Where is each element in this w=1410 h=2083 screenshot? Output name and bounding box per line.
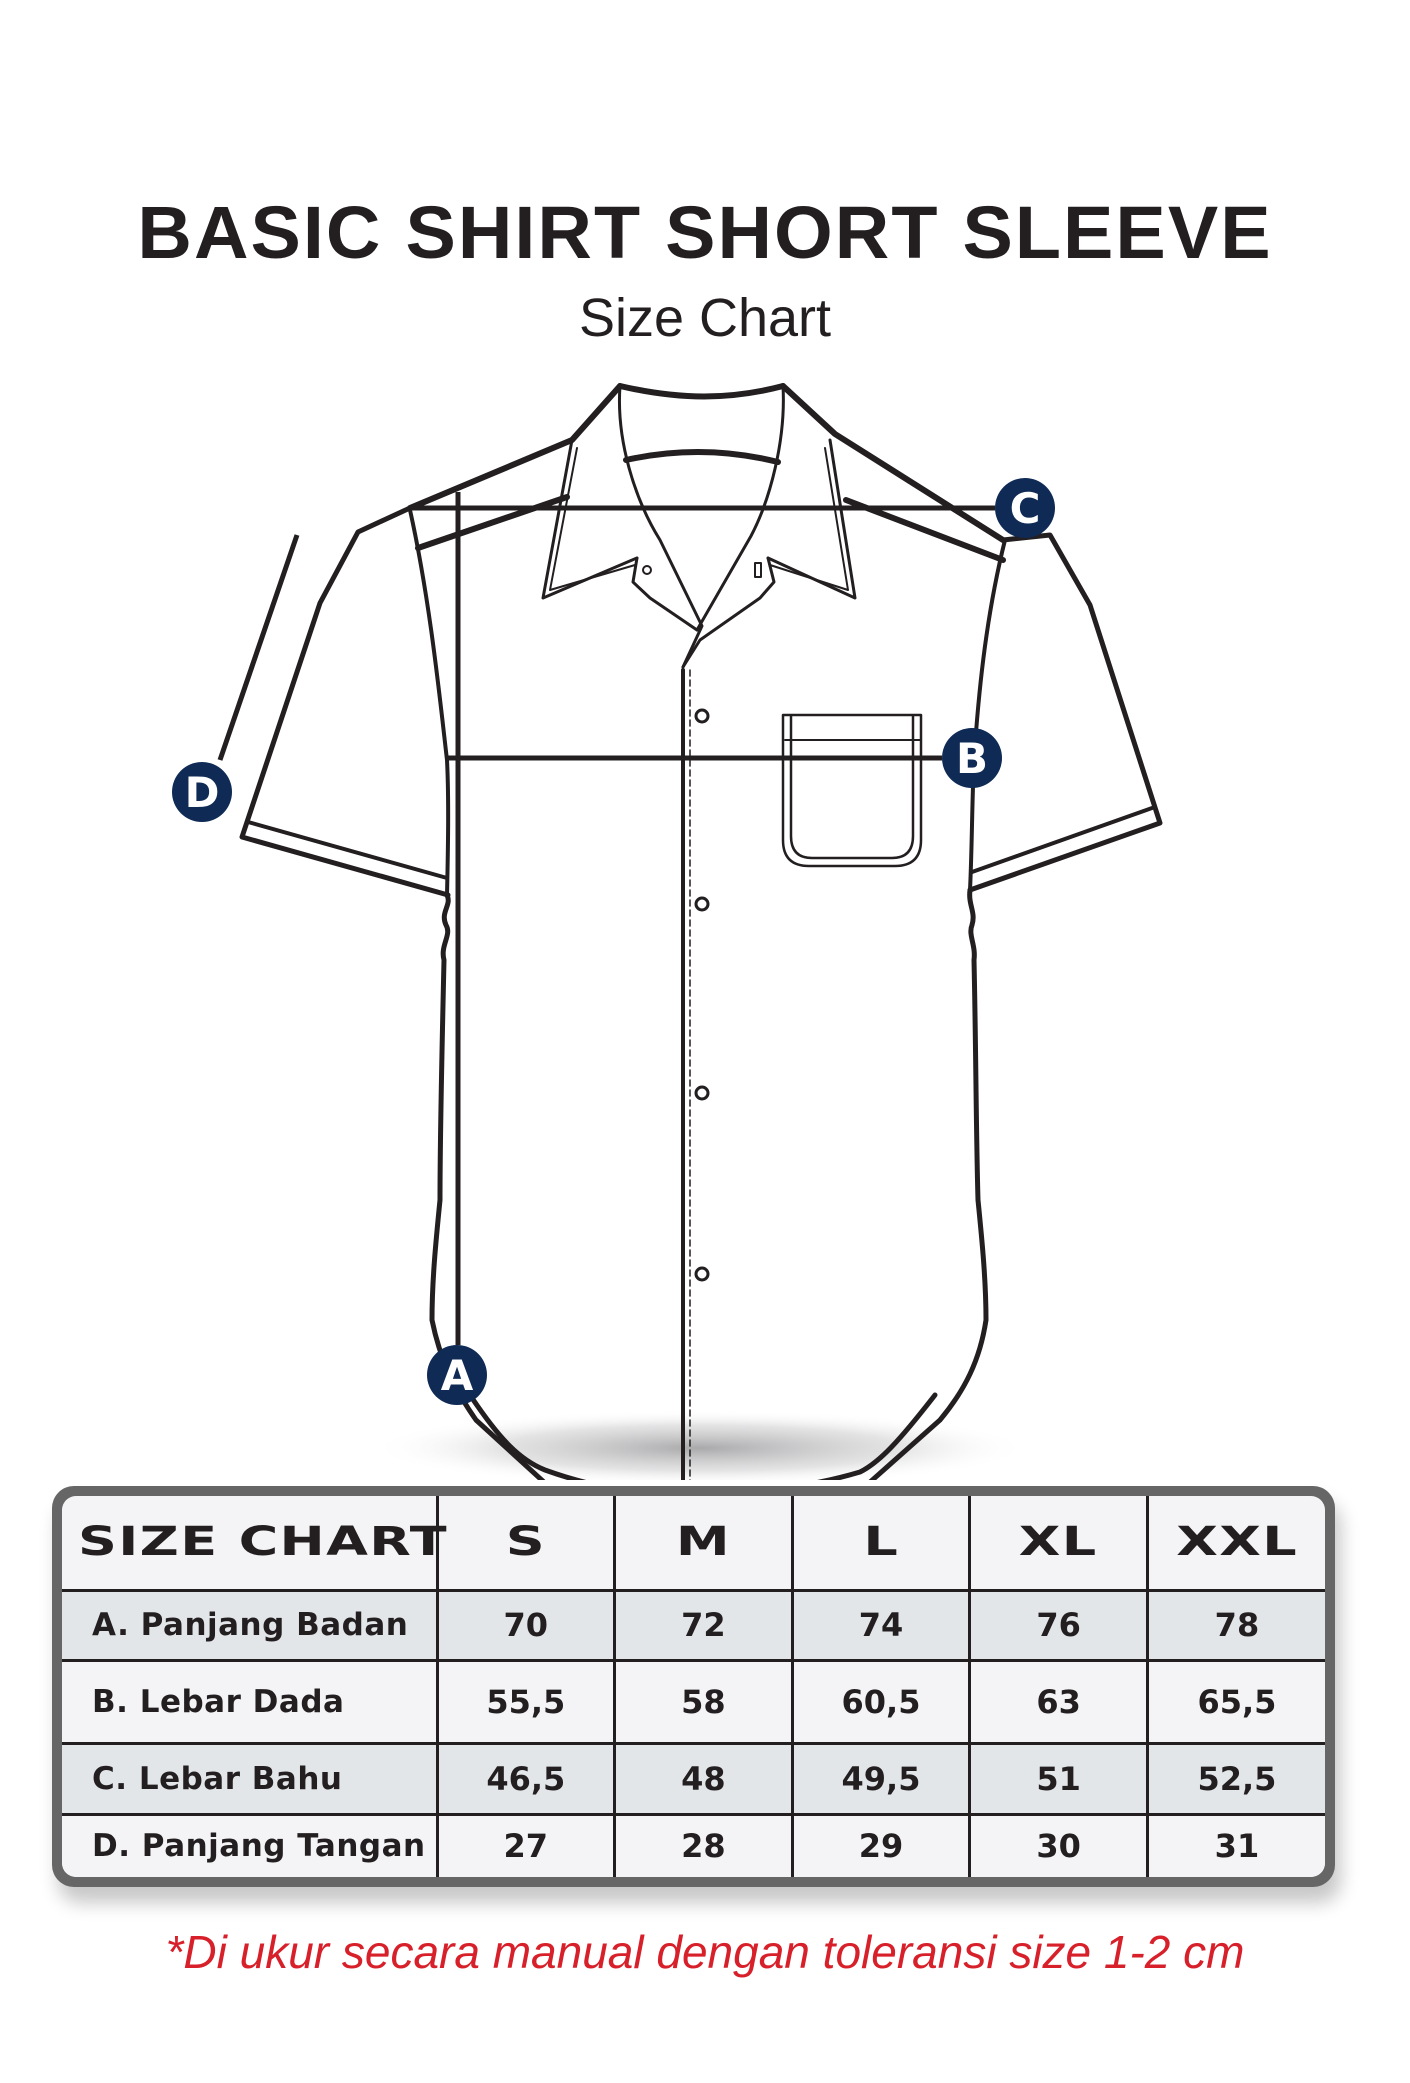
row-label: B. Lebar Dada xyxy=(62,1658,439,1745)
button-icon xyxy=(694,708,710,724)
marker-a-letter: A xyxy=(441,1351,474,1400)
shirt-diagram: A B C D xyxy=(172,383,1163,1480)
cell-value: 52,5 xyxy=(1145,1741,1325,1816)
cell-value: 48 xyxy=(613,1741,794,1816)
header-size-m: M xyxy=(613,1496,794,1592)
header-size-xxl: XXL xyxy=(1145,1496,1325,1592)
tolerance-footnote: *Di ukur secara manual dengan toleransi … xyxy=(165,1926,1245,1978)
cell-value: 51 xyxy=(968,1741,1149,1816)
row-label: D. Panjang Tangan xyxy=(62,1812,439,1877)
shirt-outline xyxy=(239,383,1163,1480)
cell-value: 58 xyxy=(613,1658,794,1745)
header-size-l: L xyxy=(790,1496,972,1592)
row-label: A. Panjang Badan xyxy=(62,1588,439,1662)
cell-value: 27 xyxy=(435,1812,617,1877)
page-subtitle: Size Chart xyxy=(578,288,832,348)
cell-value: 70 xyxy=(435,1588,617,1662)
cell-value: 76 xyxy=(968,1588,1149,1662)
shirt-shadow xyxy=(370,1410,1030,1480)
marker-b: B xyxy=(942,728,1002,788)
size-table-frame: SIZE CHART S M L XL XXL A. Panjang Badan… xyxy=(52,1486,1335,1887)
table-row: A. Panjang Badan 70 72 74 76 78 xyxy=(62,1588,1325,1662)
header-size-xl: XL xyxy=(968,1496,1149,1592)
header-size-s: S xyxy=(435,1496,617,1592)
cell-value: 63 xyxy=(968,1658,1149,1745)
size-table: SIZE CHART S M L XL XXL A. Panjang Badan… xyxy=(62,1496,1325,1877)
cell-value: 78 xyxy=(1145,1588,1325,1662)
table-row: B. Lebar Dada 55,5 58 60,5 63 65,5 xyxy=(62,1658,1325,1745)
button-icon xyxy=(694,896,710,912)
marker-a: A xyxy=(427,1345,487,1405)
measure-line-d xyxy=(217,534,300,761)
marker-c-letter: C xyxy=(1010,484,1041,533)
cell-value: 65,5 xyxy=(1145,1658,1325,1745)
page-title: BASIC SHIRT SHORT SLEEVE xyxy=(137,191,1273,274)
cell-value: 60,5 xyxy=(790,1658,972,1745)
pocket xyxy=(781,713,923,868)
cell-value: 31 xyxy=(1145,1812,1325,1877)
marker-b-letter: B xyxy=(956,734,988,783)
cell-value: 55,5 xyxy=(435,1658,617,1745)
cell-value: 30 xyxy=(968,1812,1149,1877)
cell-value: 72 xyxy=(613,1588,794,1662)
button-icon xyxy=(694,1085,710,1101)
marker-c: C xyxy=(995,478,1055,538)
header-size-chart: SIZE CHART xyxy=(62,1496,447,1592)
cell-value: 49,5 xyxy=(790,1741,972,1816)
cell-value: 74 xyxy=(790,1588,972,1662)
cell-value: 29 xyxy=(790,1812,972,1877)
marker-d: D xyxy=(172,762,232,822)
cell-value: 28 xyxy=(613,1812,794,1877)
measurement-lines xyxy=(217,492,995,1345)
row-label: C. Lebar Bahu xyxy=(62,1741,439,1816)
cell-value: 46,5 xyxy=(435,1741,617,1816)
table-row: C. Lebar Bahu 46,5 48 49,5 51 52,5 xyxy=(62,1741,1325,1816)
table-header-row: SIZE CHART S M L XL XXL xyxy=(62,1496,1325,1592)
button-icon xyxy=(694,1266,710,1282)
marker-d-letter: D xyxy=(185,768,220,817)
table-row: D. Panjang Tangan 27 28 29 30 31 xyxy=(62,1812,1325,1877)
